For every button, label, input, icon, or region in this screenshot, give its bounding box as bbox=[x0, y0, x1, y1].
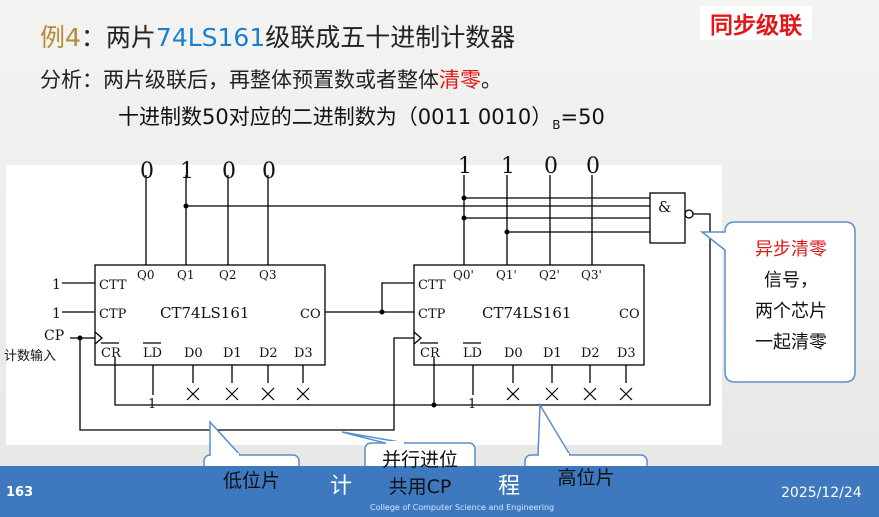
binary-text: 十进制数50对应的二进制数为（0011 0010） bbox=[118, 105, 553, 129]
low-cr: CR bbox=[101, 346, 122, 361]
high-bit-2: 0 bbox=[544, 154, 558, 179]
ctt-input-one: 1 bbox=[52, 277, 61, 293]
parallel-cp-line-2: 共用CP bbox=[388, 476, 452, 498]
title-colon: ：两片 bbox=[80, 23, 156, 52]
ctp-input-one: 1 bbox=[52, 306, 61, 322]
slide-date: 2025/12/24 bbox=[781, 485, 862, 501]
callout-line-3: 两个芯片 bbox=[755, 301, 827, 322]
analysis-suffix: 。 bbox=[481, 68, 502, 92]
low-d3: D3 bbox=[294, 346, 313, 361]
high-bit-0: 1 bbox=[458, 154, 472, 179]
nand-symbol: & bbox=[658, 198, 671, 216]
low-bit-0: 0 bbox=[140, 159, 154, 184]
high-ctt: CTT bbox=[418, 278, 446, 293]
low-bit-1: 1 bbox=[180, 159, 194, 184]
high-ctp: CTP bbox=[418, 307, 446, 322]
circuit-diagram: 0 1 0 0 1 1 0 0 Q0 Q1 Q2 Q3 Q0' Q1' Q2' … bbox=[4, 154, 856, 470]
cp-label: CP bbox=[44, 328, 64, 344]
high-chip-label: 高位片 bbox=[557, 467, 615, 489]
page-number: 163 bbox=[6, 485, 34, 500]
low-d0: D0 bbox=[184, 346, 203, 361]
low-co: CO bbox=[300, 307, 321, 322]
high-q2: Q2' bbox=[539, 268, 560, 282]
footer-bar bbox=[0, 466, 879, 517]
circuit-panel bbox=[6, 165, 722, 445]
title-chip-name: 74LS161 bbox=[155, 23, 266, 52]
page-title: 例4：两片74LS161级联成五十进制计数器 bbox=[40, 18, 515, 54]
logo-char-left: 计 bbox=[330, 474, 353, 499]
nand-bubble bbox=[684, 209, 694, 219]
binary-tail: =50 bbox=[560, 105, 605, 129]
low-ld-one: 1 bbox=[148, 397, 156, 412]
low-q1: Q1 bbox=[177, 268, 194, 282]
low-chip-box bbox=[94, 264, 326, 366]
high-d1: D1 bbox=[543, 346, 562, 361]
high-cr: CR bbox=[420, 346, 441, 361]
high-chip-box bbox=[413, 264, 645, 366]
high-q1: Q1' bbox=[496, 268, 517, 282]
high-d2: D2 bbox=[581, 346, 600, 361]
sync-cascade-badge: 同步级联 bbox=[700, 6, 812, 40]
high-ld: LD bbox=[463, 346, 482, 361]
low-ld: LD bbox=[143, 346, 162, 361]
high-d3: D3 bbox=[617, 346, 636, 361]
low-ctp: CTP bbox=[99, 307, 127, 322]
low-ctt: CTT bbox=[99, 278, 127, 293]
high-chip-name: CT74LS161 bbox=[482, 304, 571, 322]
high-bit-3: 0 bbox=[586, 154, 600, 179]
low-chip-name: CT74LS161 bbox=[160, 304, 249, 322]
high-d0: D0 bbox=[504, 346, 523, 361]
title-rest: 级联成五十进制计数器 bbox=[265, 23, 516, 52]
analysis-highlight: 清零 bbox=[439, 68, 481, 92]
binary-line: 十进制数50对应的二进制数为（0011 0010）B=50 bbox=[118, 101, 605, 132]
college-name: College of Computer Science and Engineer… bbox=[370, 503, 555, 512]
low-bit-3: 0 bbox=[262, 159, 276, 184]
cp-input-label: 计数输入 bbox=[4, 348, 56, 364]
low-d2: D2 bbox=[259, 346, 278, 361]
high-q0: Q0' bbox=[453, 268, 474, 282]
low-q2: Q2 bbox=[219, 268, 236, 282]
async-clear-callout: 异步清零 信号， 两个芯片 一起清零 bbox=[730, 234, 852, 358]
low-d1: D1 bbox=[223, 346, 242, 361]
high-bit-1: 1 bbox=[501, 154, 515, 179]
parallel-cp-label-box bbox=[364, 442, 476, 470]
callout-line-2: 信号， bbox=[764, 270, 818, 291]
callout-bubble bbox=[699, 221, 856, 383]
parallel-cp-line-1: 并行进位 bbox=[381, 449, 458, 471]
d-pin-x-marks bbox=[186, 387, 633, 401]
example-number: 例4 bbox=[40, 23, 81, 52]
analysis-line: 分析：两片级联后，再整体预置数或者整体清零。 bbox=[40, 64, 502, 94]
high-ld-one: 1 bbox=[468, 397, 476, 412]
low-bit-2: 0 bbox=[222, 159, 236, 184]
callout-line-1: 异步清零 bbox=[755, 239, 827, 260]
high-q3: Q3' bbox=[581, 268, 602, 282]
parallel-cp-label: 并行进位 共用CP bbox=[365, 447, 475, 501]
callout-line-4: 一起清零 bbox=[755, 332, 827, 353]
low-q0: Q0 bbox=[137, 268, 154, 282]
logo-char-right: 程 bbox=[498, 474, 521, 499]
analysis-prefix: 分析：两片级联后，再整体预置数或者整体 bbox=[40, 68, 439, 92]
low-q3: Q3 bbox=[259, 268, 276, 282]
high-co: CO bbox=[619, 307, 640, 322]
low-chip-label: 低位片 bbox=[222, 470, 280, 492]
binary-subscript: B bbox=[552, 118, 561, 133]
